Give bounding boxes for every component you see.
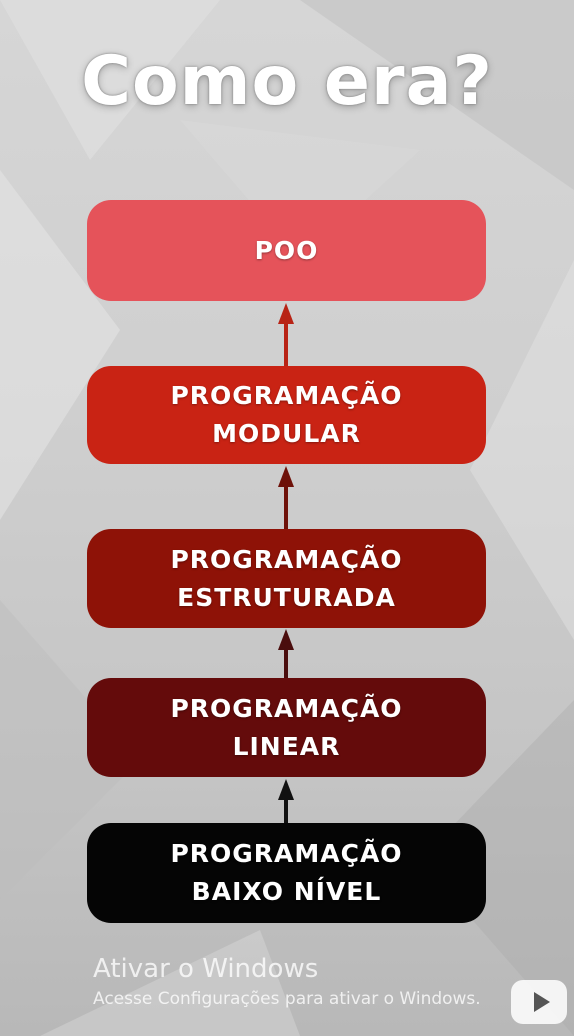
- box-linear-line-1: PROGRAMAÇÃO: [170, 693, 403, 723]
- box-baixo-line-2: BAIXO NÍVEL: [191, 877, 382, 906]
- arrow-estruturada-to-modular: [278, 466, 294, 529]
- box-programacao-baixo-nivel: PROGRAMAÇÃO BAIXO NÍVEL: [87, 823, 486, 923]
- box-estruturada-line-1: PROGRAMAÇÃO: [170, 544, 403, 574]
- box-estruturada-line-2: ESTRUTURADA: [177, 582, 396, 612]
- watermark-subtitle: Acesse Configurações para ativar o Windo…: [93, 989, 481, 1009]
- play-icon: [534, 992, 550, 1012]
- watermark-title: Ativar o Windows: [93, 954, 319, 984]
- activation-watermark: Ativar o Windows Acesse Configurações pa…: [93, 952, 481, 1012]
- box-programacao-modular: PROGRAMAÇÃO MODULAR: [87, 366, 486, 464]
- box-programacao-linear: PROGRAMAÇÃO LINEAR: [87, 678, 486, 777]
- arrow-modular-to-poo: [278, 303, 294, 366]
- box-modular-line-2: MODULAR: [212, 419, 361, 448]
- page-title: Como era?: [81, 42, 493, 121]
- box-poo-line-1: POO: [254, 235, 319, 265]
- box-modular-line-1: PROGRAMAÇÃO: [170, 381, 403, 410]
- arrow-baixo-to-linear: [278, 779, 294, 823]
- box-linear-line-2: LINEAR: [232, 731, 341, 761]
- box-poo: POO: [87, 200, 486, 301]
- box-baixo-line-1: PROGRAMAÇÃO: [170, 839, 403, 868]
- arrow-linear-to-estruturada: [278, 629, 294, 678]
- box-programacao-estruturada: PROGRAMAÇÃO ESTRUTURADA: [87, 529, 486, 628]
- play-button[interactable]: [511, 980, 567, 1024]
